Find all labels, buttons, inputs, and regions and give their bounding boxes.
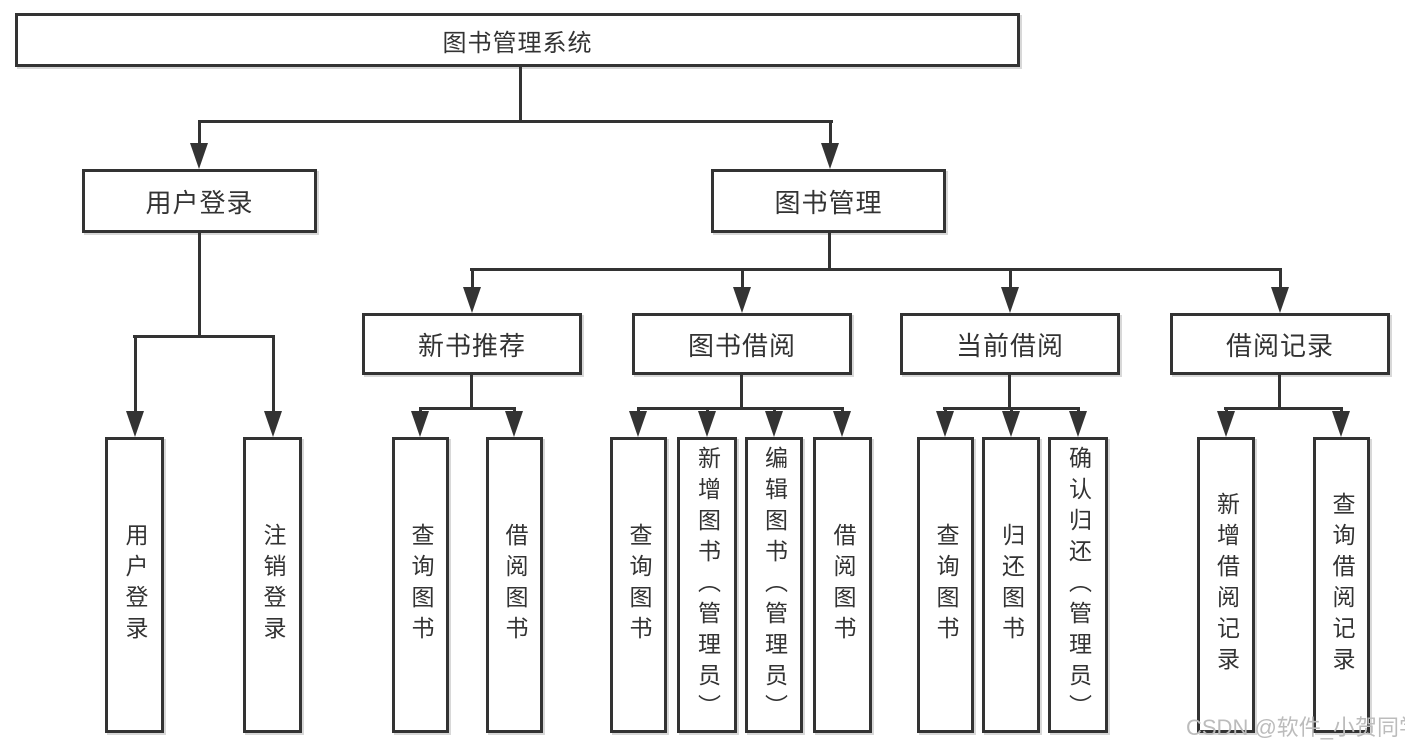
- connector-arrow-down: [411, 407, 429, 437]
- connector-line: [419, 407, 516, 410]
- connector-arrow-down: [765, 407, 783, 437]
- leaf-query-books-2: 查询图书: [610, 437, 667, 733]
- node-root-system: 图书管理系统: [15, 13, 1020, 67]
- connector-line: [828, 232, 831, 270]
- node-label: 确认归还（管理员）: [1065, 445, 1092, 725]
- connector-arrow-down: [264, 335, 282, 437]
- connector-arrow-down: [1271, 268, 1289, 313]
- node-label: 新书推荐: [417, 330, 526, 361]
- connector-arrow-down: [1332, 407, 1350, 437]
- connector-arrow-down: [190, 120, 208, 169]
- connector-line: [740, 374, 743, 409]
- node-label: 归还图书: [998, 523, 1025, 647]
- node-label: 图书管理系统: [442, 29, 593, 57]
- connector-arrow-down: [1069, 407, 1087, 437]
- node-label: 新增图书（管理员）: [694, 445, 721, 725]
- connector-arrow-down: [1217, 407, 1235, 437]
- leaf-borrow-books-1: 借阅图书: [486, 437, 543, 733]
- leaf-add-book-admin: 新增图书（管理员）: [677, 437, 737, 733]
- node-label: 查询图书: [408, 523, 434, 647]
- node-user-login: 用户登录: [82, 169, 317, 233]
- connector-line: [470, 268, 1281, 271]
- connector-arrow-down: [698, 407, 716, 437]
- node-book-borrow: 图书借阅: [632, 313, 852, 375]
- connector-arrow-down: [629, 407, 647, 437]
- connector-arrow-down: [936, 407, 954, 437]
- leaf-query-books-3: 查询图书: [917, 437, 974, 733]
- connector-arrow-down: [833, 407, 851, 437]
- connector-line: [1008, 374, 1011, 409]
- node-new-book-recommend: 新书推荐: [362, 313, 582, 375]
- node-label: 新增借阅记录: [1213, 492, 1240, 678]
- connector-arrow-down: [126, 335, 144, 437]
- leaf-return-book: 归还图书: [982, 437, 1040, 733]
- node-label: 借阅图书: [502, 523, 528, 647]
- leaf-add-borrow-record: 新增借阅记录: [1197, 437, 1255, 733]
- node-label: 图书借阅: [687, 330, 796, 361]
- node-label: 用户登录: [145, 187, 254, 218]
- node-label: 查询借阅记录: [1329, 492, 1355, 678]
- connector-line: [470, 374, 473, 409]
- node-book-management: 图书管理: [711, 169, 946, 233]
- connector-line: [1278, 374, 1281, 409]
- connector-arrow-down: [1002, 407, 1020, 437]
- connector-arrow-down: [463, 268, 481, 313]
- connector-line: [198, 232, 201, 337]
- node-borrow-record: 借阅记录: [1170, 313, 1390, 375]
- csdn-watermark: CSDN @软件_小贺同学: [1186, 715, 1405, 740]
- node-label: 借阅记录: [1225, 330, 1334, 361]
- leaf-borrow-books-2: 借阅图书: [813, 437, 872, 733]
- leaf-confirm-return-admin: 确认归还（管理员）: [1048, 437, 1108, 733]
- leaf-query-books-1: 查询图书: [392, 437, 449, 733]
- connector-arrow-down: [821, 120, 839, 169]
- node-label: 查询图书: [626, 523, 652, 647]
- node-label: 图书管理: [774, 187, 883, 218]
- leaf-user-login: 用户登录: [105, 437, 164, 733]
- connector-line: [1224, 407, 1343, 410]
- node-current-borrow: 当前借阅: [900, 313, 1120, 375]
- node-label: 当前借阅: [955, 330, 1064, 361]
- node-label: 编辑图书（管理员）: [761, 445, 788, 725]
- node-label: 查询图书: [933, 523, 959, 647]
- node-label: 用户登录: [122, 523, 148, 647]
- leaf-query-borrow-record: 查询借阅记录: [1313, 437, 1370, 733]
- connector-arrow-down: [733, 268, 751, 313]
- leaf-edit-book-admin: 编辑图书（管理员）: [745, 437, 803, 733]
- connector-line: [519, 66, 522, 123]
- connector-arrow-down: [1001, 268, 1019, 313]
- connector-line: [133, 335, 275, 338]
- leaf-logout: 注销登录: [243, 437, 302, 733]
- connector-line: [637, 407, 844, 410]
- connector-arrow-down: [505, 407, 523, 437]
- node-label: 注销登录: [260, 523, 286, 647]
- connector-line: [198, 120, 833, 123]
- node-label: 借阅图书: [830, 523, 856, 647]
